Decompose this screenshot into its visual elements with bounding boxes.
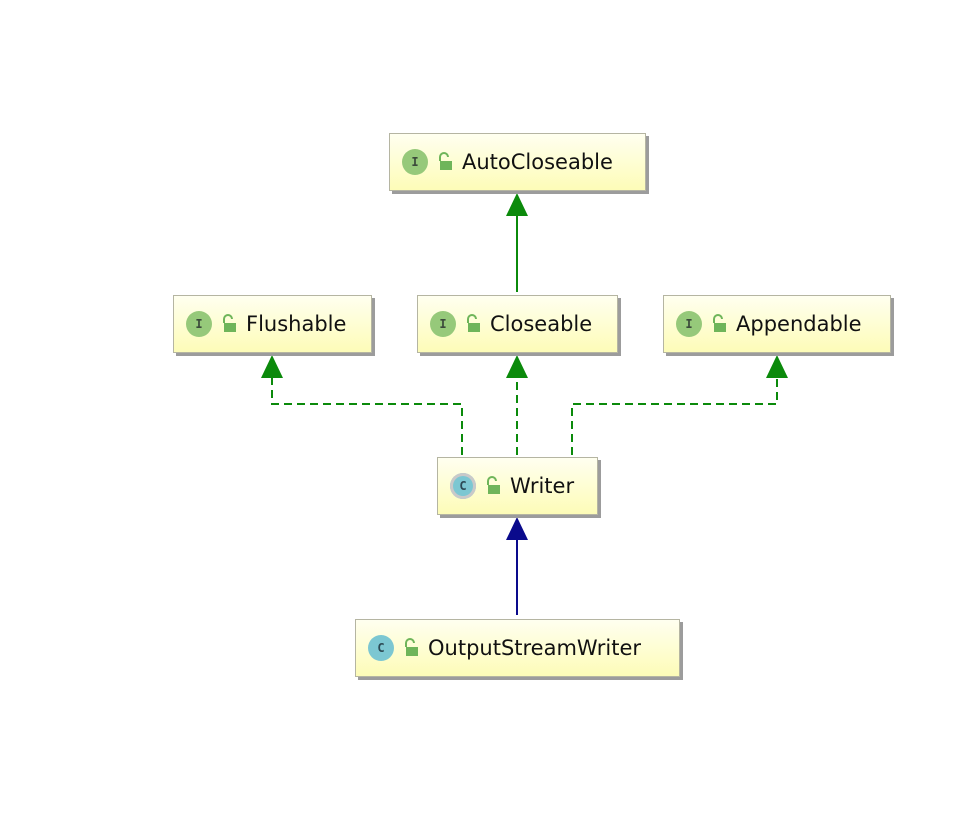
edge-writer-to-closeable bbox=[506, 355, 528, 455]
unlocked-icon bbox=[467, 314, 480, 332]
interface-icon: I bbox=[402, 149, 428, 175]
unlocked-icon bbox=[405, 638, 418, 656]
arrowhead-icon bbox=[506, 193, 528, 216]
node-appendable[interactable]: I Appendable bbox=[663, 295, 891, 353]
arrowhead-icon bbox=[261, 355, 283, 378]
node-label: AutoCloseable bbox=[462, 150, 613, 174]
arrowhead-icon bbox=[766, 355, 788, 378]
node-label: Closeable bbox=[490, 312, 593, 336]
node-label: Flushable bbox=[246, 312, 347, 336]
unlocked-icon bbox=[223, 314, 236, 332]
unlocked-icon bbox=[487, 476, 500, 494]
edge-closeable-to-autocloseable bbox=[506, 193, 528, 292]
unlocked-icon bbox=[713, 314, 726, 332]
node-flushable[interactable]: I Flushable bbox=[173, 295, 372, 353]
node-closeable[interactable]: I Closeable bbox=[417, 295, 618, 353]
edge-writer-to-appendable bbox=[571, 355, 788, 455]
node-outputstreamwriter[interactable]: C OutputStreamWriter bbox=[355, 619, 680, 677]
node-label: Appendable bbox=[736, 312, 862, 336]
edge-outputstreamwriter-to-writer bbox=[506, 517, 528, 615]
edge-writer-to-flushable bbox=[261, 355, 463, 455]
interface-icon: I bbox=[186, 311, 212, 337]
abstract-class-icon: C bbox=[450, 473, 476, 499]
class-icon: C bbox=[368, 635, 394, 661]
node-autocloseable[interactable]: I AutoCloseable bbox=[389, 133, 646, 191]
node-label: Writer bbox=[510, 474, 575, 498]
node-writer[interactable]: C Writer bbox=[437, 457, 598, 515]
node-label: OutputStreamWriter bbox=[428, 636, 642, 660]
interface-icon: I bbox=[430, 311, 456, 337]
arrowhead-icon bbox=[506, 355, 528, 378]
unlocked-icon bbox=[439, 152, 452, 170]
interface-icon: I bbox=[676, 311, 702, 337]
arrowhead-icon bbox=[506, 517, 528, 540]
